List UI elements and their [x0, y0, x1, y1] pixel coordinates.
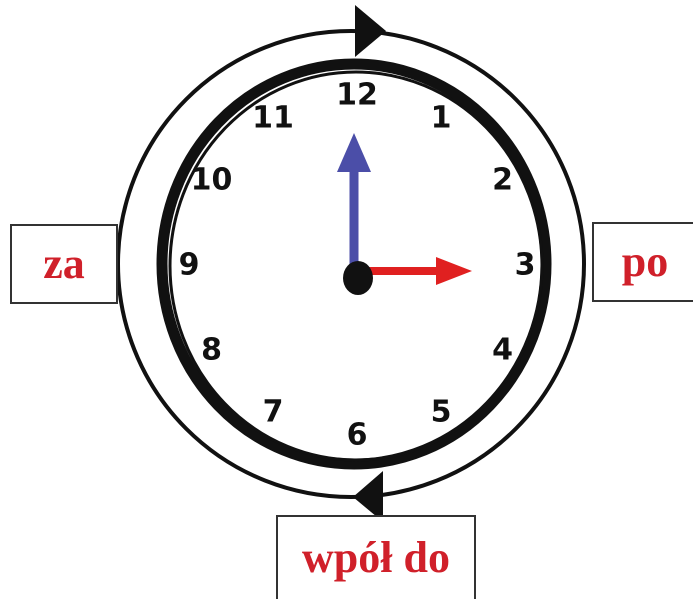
numeral-11: 11 [252, 100, 294, 135]
label-box-po: po [592, 222, 693, 302]
numeral-3: 3 [515, 248, 536, 283]
numeral-6: 6 [347, 418, 368, 453]
numeral-8: 8 [201, 333, 222, 368]
label-wpol-do: wpół do [302, 536, 450, 580]
numeral-9: 9 [179, 248, 200, 283]
label-za: za [43, 242, 85, 286]
numeral-5: 5 [431, 395, 452, 430]
top-arrow-icon [355, 5, 386, 57]
label-box-wpol-do: wpół do [276, 515, 476, 599]
numeral-7: 7 [263, 395, 284, 430]
label-po: po [622, 240, 668, 284]
numeral-4: 4 [492, 333, 513, 368]
numeral-1: 1 [431, 100, 452, 135]
center-pivot [343, 261, 373, 295]
numeral-2: 2 [492, 163, 513, 198]
numeral-12: 12 [336, 78, 378, 113]
numeral-10: 10 [191, 163, 233, 198]
label-box-za: za [10, 224, 118, 304]
